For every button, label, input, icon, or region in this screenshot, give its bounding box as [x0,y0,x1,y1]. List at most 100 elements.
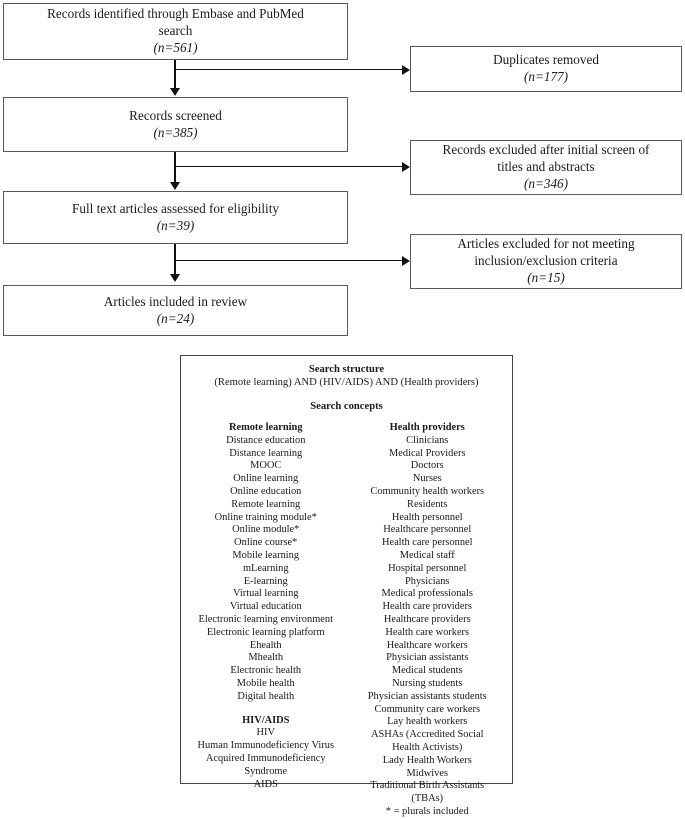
concept-term: E-learning [243,575,288,587]
concept-term: Virtual education [229,601,302,613]
concept-term: Health care personnel [381,537,473,549]
concept-term: Mobile learning [232,550,300,562]
concept-term: AIDS [253,778,278,790]
flow-box-count: (n=561) [153,39,198,55]
connector-horizontal-to-excluded-criteria [175,260,408,262]
concept-term: Electronic learning environment [198,614,333,625]
concept-group-heading-health-providers: Health providers [389,422,465,434]
flow-box-full-text-assessed: Full text articles assessed for eligibil… [3,191,348,244]
concept-term: Remote learning [231,498,301,510]
concept-term: Healthcare workers [386,639,468,651]
flow-box-duplicates-removed: Duplicates removed (n=177) [410,46,682,92]
arrowhead-right-excluded-initial [402,162,410,172]
concept-term: Medical students [391,665,463,677]
flow-box-text-line: Articles included in review [103,293,248,309]
concept-term: Electronic learning platform [206,626,325,638]
concept-term: Physicians [405,575,450,587]
concept-group-heading-remote-learning: Remote learning [228,422,303,434]
concept-term: Mhealth [248,652,284,664]
concept-term: Medical professionals [381,588,473,600]
concept-term: Digital health [237,690,295,702]
concept-group-heading-hiv-aids: HIV/AIDS [242,714,290,726]
concept-term: Online module* [232,524,300,536]
concept-term: Physician assistants [386,652,469,664]
flow-box-text-line: titles and abstracts [497,159,595,175]
connector-horizontal-to-excluded-initial [175,166,408,168]
arrowhead-down-screened [170,88,180,96]
arrowhead-down-fulltext [170,182,180,190]
concept-term: Healthcare providers [383,614,471,625]
flow-box-text-line: Duplicates removed [493,52,599,68]
flow-box-count: (n=39) [156,217,195,233]
concept-term: Online course* [234,537,298,549]
concept-term: Electronic health [230,665,302,677]
concept-term: Physician assistants students [367,690,487,702]
flow-box-text-line: Records screened [129,107,222,123]
concept-term: mLearning [242,562,289,574]
concept-term: Virtual learning [233,588,299,600]
concept-term: Doctors [410,460,444,472]
connector-vertical-screened-fulltext [174,152,176,182]
concept-term: Community care workers [374,703,481,715]
arrowhead-right-duplicates [402,65,410,75]
concept-term: Hospital personnel [388,562,467,574]
connector-vertical-identified-screened [174,60,176,89]
flow-box-count: (n=24) [156,310,195,326]
connector-horizontal-to-duplicates [175,69,408,71]
concept-term: HIV [256,727,275,739]
search-panel-footnote: * = plurals included [385,805,469,817]
concept-term: ASHAs (Accredited Social [370,729,484,741]
concept-term: Health care providers [382,601,472,613]
arrowhead-down-included [170,274,180,282]
arrowhead-right-excluded-criteria [402,256,410,266]
concept-term: Traditional Birth Assistants [370,780,485,792]
flow-box-text-line: Records excluded after initial screen of [442,142,650,158]
concept-term: Ehealth [249,639,282,651]
concept-term: Syndrome [244,765,288,777]
concept-term: Health personnel [391,511,463,523]
connector-vertical-fulltext-included [174,244,176,274]
concept-term: Lay health workers [387,716,468,728]
concept-term: Nursing students [392,677,463,689]
concept-term: Health Activists) [392,741,463,753]
search-structure-query: (Remote learning) AND (HIV/AIDS) AND (He… [214,377,479,389]
concept-term: Lady Health Workers [382,754,472,766]
concept-term: Health care workers [385,626,470,638]
flow-box-records-excluded-initial: Records excluded after initial screen of… [410,140,682,195]
flow-box-count: (n=15) [527,269,565,285]
flow-box-records-screened: Records screened (n=385) [3,97,348,152]
flow-box-text-line: Articles excluded for not meeting [457,236,635,252]
flow-box-count: (n=346) [523,175,569,191]
flow-box-text-line: search [158,23,193,39]
concept-term: Online education [230,486,302,498]
concept-term: Distance learning [229,447,303,459]
concept-term: Medical staff [399,550,455,562]
flow-box-text-line: Records identified through Embase and Pu… [47,6,304,22]
flow-box-records-identified: Records identified through Embase and Pu… [3,3,348,60]
concept-term: Human Immunodeficiency Virus [197,740,335,752]
flow-box-count: (n=385) [153,124,198,140]
concept-term: Medical Providers [389,447,466,459]
flow-box-text-line: Full text articles assessed for eligibil… [72,200,279,216]
concept-term: Online training module* [214,511,317,523]
concept-term: Healthcare personnel [383,524,472,536]
search-concepts-columns: Remote learning Distance education Dista… [187,422,506,819]
prisma-flow-diagram: Records identified through Embase and Pu… [3,3,682,817]
concept-term: MOOC [250,460,282,472]
concept-term: Acquired Immunodeficiency [205,752,326,764]
concept-term: Clinicians [406,434,449,446]
concept-term: (TBAs) [411,793,444,805]
group-spacer [187,704,345,715]
flow-box-articles-included: Articles included in review (n=24) [3,285,348,336]
concept-term: Nurses [412,473,442,485]
concept-term: Distance education [226,434,306,446]
search-structure-panel: Search structure (Remote learning) AND (… [180,355,513,817]
concept-term: Residents [407,498,448,510]
concept-term: Midwives [406,767,449,779]
flow-box-articles-excluded-criteria: Articles excluded for not meeting inclus… [410,234,682,289]
search-concepts-heading: Search concepts [310,401,383,413]
concept-term: Community health workers [370,486,485,498]
concept-term: Mobile health [236,677,295,689]
search-structure-title: Search structure [308,364,385,375]
flow-box-text-line: inclusion/exclusion criteria [474,253,618,269]
